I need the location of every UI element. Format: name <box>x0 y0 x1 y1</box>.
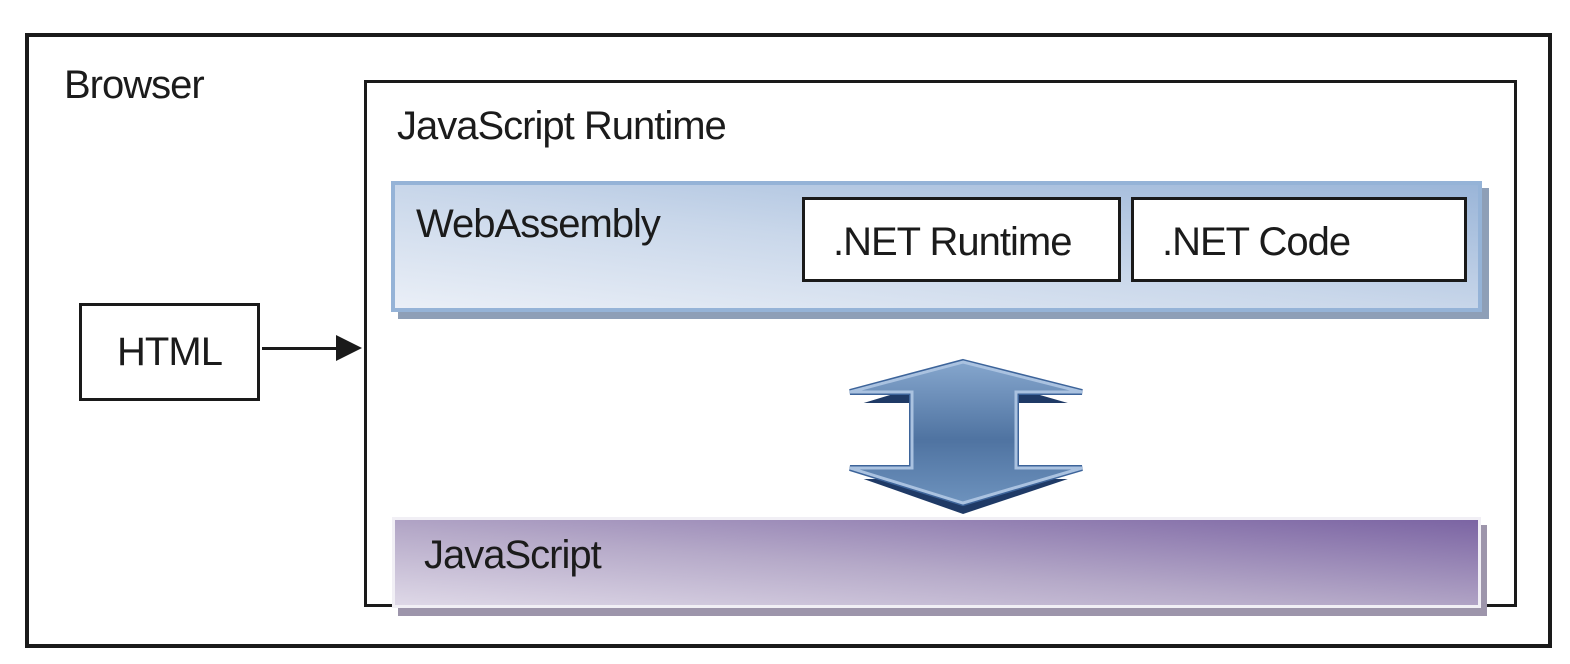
html-box: HTML <box>79 303 260 401</box>
arrow-line <box>262 347 340 350</box>
browser-label: Browser <box>64 63 205 107</box>
browser-box: Browser HTML JavaScript Runtime WebAssem… <box>25 33 1552 648</box>
js-runtime-label: JavaScript Runtime <box>397 104 727 148</box>
dotnet-runtime-label: .NET Runtime <box>833 220 1072 264</box>
arrow-head <box>336 335 362 361</box>
js-runtime-box: JavaScript Runtime WebAssembly .NET Runt… <box>364 80 1517 608</box>
webassembly-label: WebAssembly <box>416 202 661 246</box>
javascript-label: JavaScript <box>424 533 602 577</box>
dotnet-code-box: .NET Code <box>1131 197 1467 282</box>
javascript-bar: JavaScript <box>392 517 1481 608</box>
html-flow-arrow-icon <box>262 316 372 376</box>
dotnet-runtime-box: .NET Runtime <box>802 197 1121 282</box>
html-label: HTML <box>117 329 223 374</box>
webassembly-bar: WebAssembly .NET Runtime .NET Code <box>391 181 1482 312</box>
updown-arrow-icon <box>849 358 1083 514</box>
dotnet-code-label: .NET Code <box>1162 220 1351 264</box>
